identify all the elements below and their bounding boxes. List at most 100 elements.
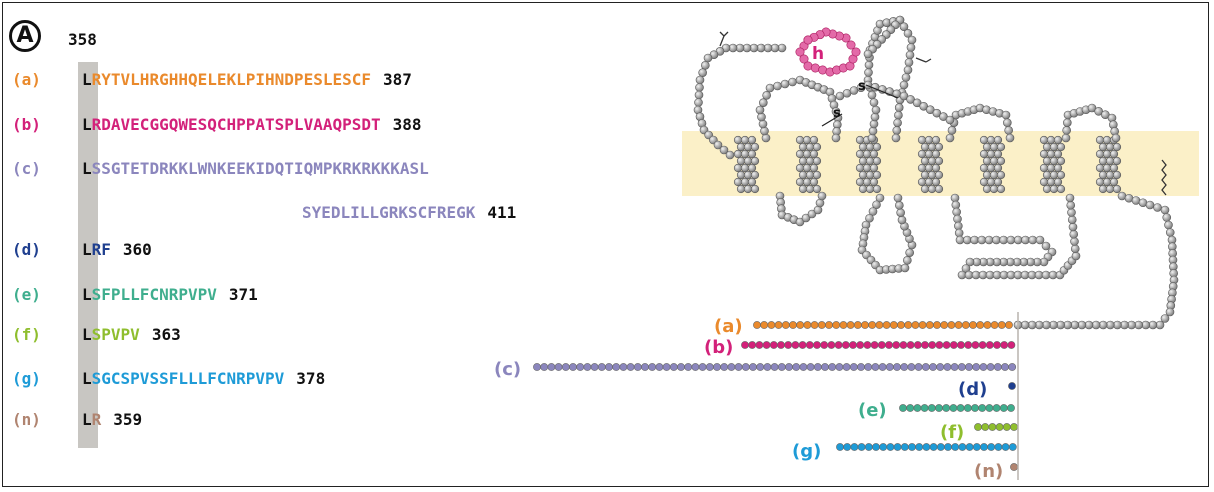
residue-bead	[886, 363, 893, 370]
residue-bead	[775, 321, 782, 328]
tail-label-a: (a)	[714, 316, 743, 337]
residue-bead	[915, 363, 922, 370]
residue-bead	[1014, 236, 1022, 244]
residue-bead	[749, 363, 756, 370]
residue-bead	[1003, 119, 1011, 127]
residue-bead	[966, 443, 973, 450]
residue-bead	[1067, 201, 1075, 209]
residue-bead	[781, 80, 789, 88]
residue-bead	[990, 143, 998, 151]
residue-bead	[1050, 185, 1058, 193]
residue-bead	[998, 321, 1005, 328]
residue-bead	[983, 171, 991, 179]
tail-labels: (a) (b) (c) (d) (e) (f) (g) (n)	[494, 316, 1003, 482]
residue-bead	[926, 321, 933, 328]
residue-bead	[865, 443, 872, 450]
residue-bead	[908, 36, 916, 44]
residue-bead	[918, 164, 926, 172]
residue-bead	[980, 136, 988, 144]
residue-bead	[972, 341, 979, 348]
residue-bead	[620, 363, 627, 370]
residue-bead	[1057, 185, 1065, 193]
residue-bead	[864, 50, 872, 58]
residue-bead	[958, 363, 965, 370]
residue-bead	[865, 61, 873, 69]
residue-bead	[741, 178, 749, 186]
residue-bead	[1165, 221, 1173, 229]
residue-bead	[1099, 157, 1107, 165]
residue-bead	[737, 171, 745, 179]
residue-bead	[768, 321, 775, 328]
residue-bead	[813, 185, 821, 193]
residue-bead	[843, 363, 850, 370]
residue-bead	[799, 185, 807, 193]
residue-bead	[932, 150, 940, 158]
residue-bead	[584, 363, 591, 370]
residue-bead	[918, 150, 926, 158]
residue-bead	[813, 171, 821, 179]
residue-bead	[840, 321, 847, 328]
residue-bead	[796, 164, 804, 172]
residue-bead	[842, 341, 849, 348]
residue-bead	[1000, 236, 1008, 244]
residue-bead	[770, 341, 777, 348]
residue-bead	[541, 363, 548, 370]
residue-bead	[879, 363, 886, 370]
residue-bead	[859, 171, 867, 179]
residue-bead	[959, 443, 966, 450]
residue-bead	[870, 120, 878, 128]
residue-bead	[921, 341, 928, 348]
helix-h	[796, 28, 860, 76]
residue-bead	[906, 51, 914, 59]
residue-bead	[1103, 150, 1111, 158]
residue-bead	[928, 157, 936, 165]
residue-bead	[1068, 209, 1076, 217]
residue-bead	[921, 143, 929, 151]
residue-bead	[1043, 157, 1051, 165]
residue-bead	[907, 341, 914, 348]
helix-label: h	[812, 44, 824, 64]
residue-bead	[914, 341, 921, 348]
residue-bead	[925, 150, 933, 158]
residue-bead	[756, 106, 764, 114]
residue-bead	[1113, 157, 1121, 165]
residue-bead	[751, 171, 759, 179]
residue-bead	[1063, 126, 1071, 134]
residue-bead	[1110, 164, 1118, 172]
residue-bead	[935, 157, 943, 165]
residue-bead	[873, 143, 881, 151]
residue-bead	[859, 185, 867, 193]
residue-bead	[1002, 111, 1010, 119]
residue-bead	[641, 363, 648, 370]
residue-bead	[763, 341, 770, 348]
tail-label-d: (d)	[958, 379, 987, 400]
residue-bead	[872, 106, 880, 114]
residue-bead	[742, 363, 749, 370]
residue-bead	[957, 404, 964, 411]
c-terminal-tails	[533, 321, 1017, 470]
residue-bead	[871, 341, 878, 348]
residue-bead	[1071, 245, 1079, 253]
residue-bead	[935, 143, 943, 151]
residue-bead	[932, 164, 940, 172]
residue-bead	[1146, 201, 1154, 209]
residue-bead	[821, 363, 828, 370]
residue-bead	[1003, 423, 1010, 430]
tail-label-f: (f)	[940, 422, 964, 443]
residue-bead	[1054, 150, 1062, 158]
residue-bead	[1054, 178, 1062, 186]
residue-bead	[1010, 423, 1017, 430]
residue-bead	[878, 341, 885, 348]
residue-bead	[994, 178, 1002, 186]
residue-bead	[1096, 164, 1104, 172]
residue-bead	[753, 321, 760, 328]
residue-bead	[803, 136, 811, 144]
residue-bead	[873, 185, 881, 193]
residue-bead	[695, 91, 703, 99]
residue-bead	[591, 363, 598, 370]
residue-bead	[856, 136, 864, 144]
residue-bead	[1008, 341, 1015, 348]
residue-bead	[937, 443, 944, 450]
residue-bead	[873, 171, 881, 179]
residue-bead	[899, 404, 906, 411]
